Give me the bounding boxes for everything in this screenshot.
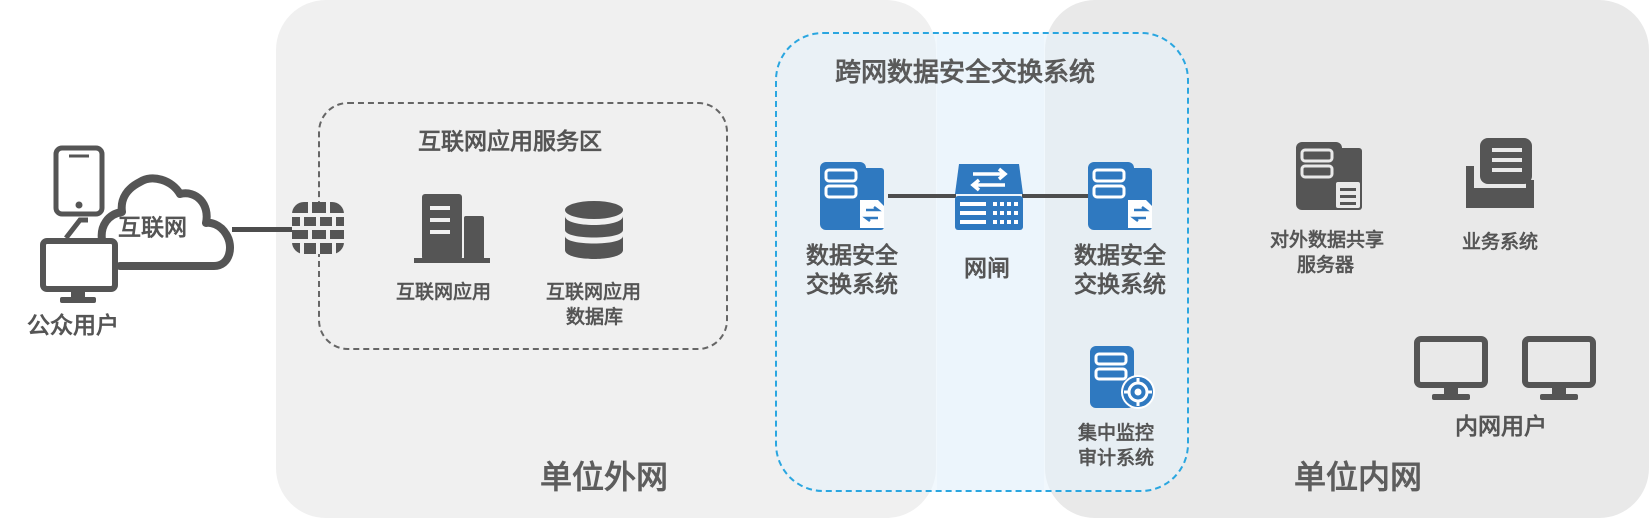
audit-label-1: 集中监控 (1078, 422, 1155, 444)
share-server-icon (1296, 142, 1362, 210)
audit-server-icon (1090, 346, 1155, 409)
share-server-label-1: 对外数据共享 (1270, 229, 1385, 251)
database-icon (565, 201, 623, 259)
exchange-left-label-2: 交换系统 (806, 272, 898, 298)
exchange-right-label-2: 交换系统 (1074, 272, 1166, 298)
internet-firewall-link (232, 227, 292, 232)
internet-app-db-label-2: 数据库 (566, 306, 624, 328)
outer-network-label: 单位外网 (540, 458, 669, 496)
firewall-icon (292, 202, 344, 254)
building-icon (414, 194, 490, 263)
connector-hook-icon (64, 217, 88, 240)
exchange-server-icon-left (820, 162, 884, 230)
exchange-left-label-1: 数据安全 (806, 243, 898, 269)
intranet-user-label: 内网用户 (1455, 414, 1547, 440)
exchange-system-zone (775, 32, 1189, 492)
internet-app-db-label-1: 互联网应用 (546, 281, 642, 303)
monitor-icon (1522, 336, 1596, 400)
monitor-icon (40, 238, 118, 303)
internet-app-label: 互联网应用 (396, 281, 492, 303)
cloud-icon (97, 174, 234, 270)
exchange-right-label-1: 数据安全 (1074, 243, 1166, 269)
business-system-icon (1466, 138, 1534, 208)
exchange-gatekeeper-link-left (888, 194, 956, 198)
internet-service-area-title: 互联网应用服务区 (418, 129, 602, 155)
public-user-label: 公众用户 (27, 313, 119, 339)
share-server-label-2: 服务器 (1297, 254, 1355, 276)
internet-label: 互联网 (118, 215, 187, 241)
phone-icon (53, 145, 105, 217)
monitor-icon (1414, 336, 1488, 400)
business-system-label: 业务系统 (1462, 231, 1539, 253)
exchange-server-icon-right (1088, 162, 1152, 230)
exchange-gatekeeper-link-right (1022, 194, 1090, 198)
exchange-system-title: 跨网数据安全交换系统 (835, 58, 1096, 88)
gatekeeper-label: 网闸 (964, 256, 1010, 282)
audit-label-2: 审计系统 (1078, 447, 1155, 469)
gatekeeper-icon (955, 164, 1023, 230)
inner-network-label: 单位内网 (1294, 458, 1423, 496)
